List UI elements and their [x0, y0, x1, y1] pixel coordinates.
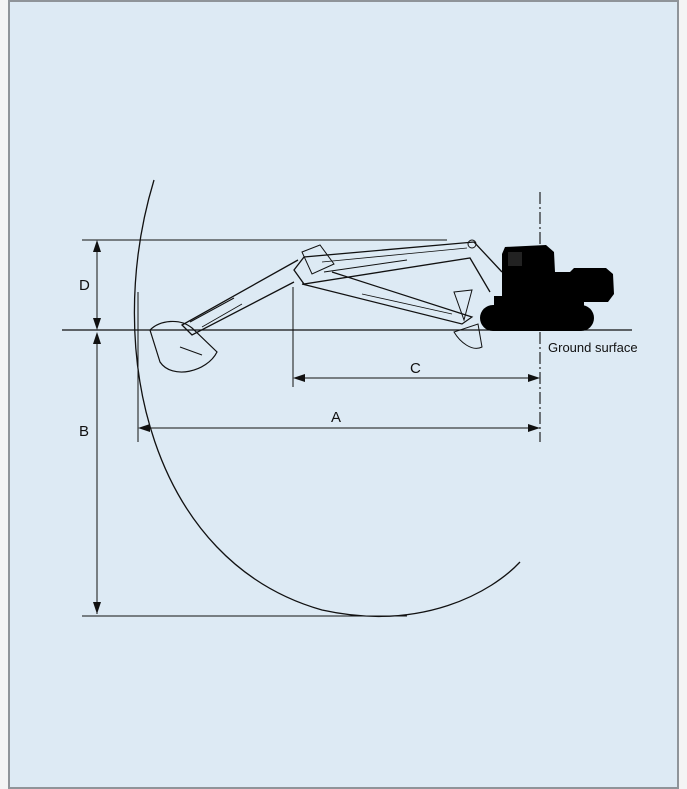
- label-b: B: [79, 423, 89, 440]
- reach-envelope-arc: [133, 179, 521, 617]
- dimension-b: [93, 332, 101, 614]
- dimension-c: [293, 374, 540, 382]
- excavator-icon: [149, 239, 614, 373]
- dimension-a: [138, 424, 540, 432]
- label-a: A: [331, 409, 341, 426]
- label-c: C: [410, 360, 421, 377]
- dimension-d: [93, 240, 101, 330]
- diagram-panel: D B C A Ground surface: [8, 0, 679, 789]
- label-d: D: [79, 277, 90, 294]
- excavator-working-range-diagram: D B C A Ground surface: [62, 179, 638, 617]
- ground-surface-label: Ground surface: [548, 340, 638, 355]
